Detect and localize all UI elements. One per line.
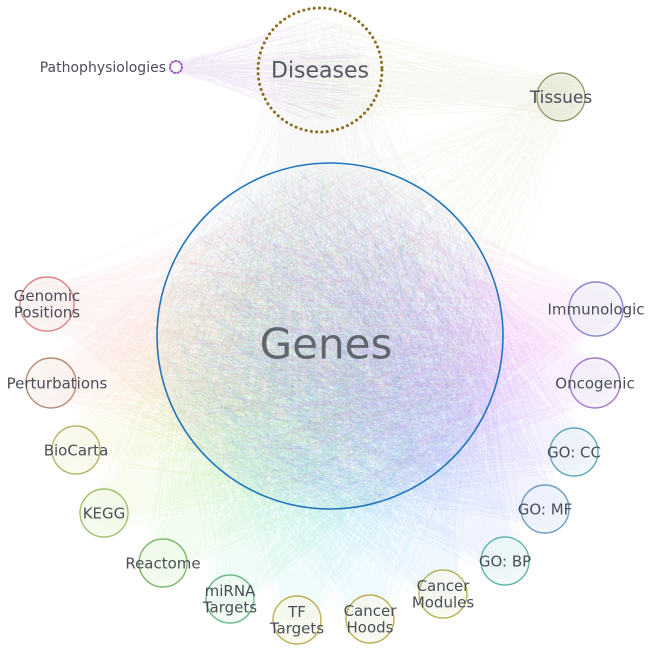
edge-bundle-genes-tf_targets [161,165,489,639]
nodes [19,6,624,645]
edge-bundle-genes-go_mf [161,170,565,530]
node-mirna_targets[interactable] [205,574,255,624]
node-label-immunologic: Immunologic [547,300,644,318]
node-label-tissues: Tissues [529,88,593,108]
node-label-go_mf: GO: MF [518,500,573,518]
edge-bundle-genes-biocarta [56,168,501,499]
edge-bundle-genes-go_bp [165,173,525,581]
edge-bundle-genes-oncogenic [166,171,615,505]
node-labels: Genes Diseases PathophysiologiesTissuesGen… [7,59,645,638]
node-go_bp[interactable] [480,536,530,586]
node-kegg[interactable] [79,488,129,538]
node-go_mf[interactable] [520,484,570,534]
node-diseases[interactable] [256,6,384,134]
edge-bundle-pathophysiologies-diseases [170,17,372,121]
node-label-go_bp: GO: BP [479,552,531,570]
node-tf_targets[interactable] [272,595,322,645]
node-label-genes: Genes [260,320,393,369]
node-label-biocarta: BioCarta [44,441,109,459]
node-genes[interactable] [156,162,504,510]
node-label-reactome: Reactome [125,554,200,572]
node-genomic_positions[interactable] [19,276,75,332]
node-biocarta[interactable] [51,425,101,475]
node-label-diseases: Diseases [271,59,369,84]
node-cancer_hoods[interactable] [345,594,395,644]
node-label-oncogenic: Oncogenic [555,374,634,392]
node-label-go_cc: GO: CC [547,443,601,461]
node-oncogenic[interactable] [569,357,621,409]
edge-bundle-genes-kegg [83,171,500,533]
node-go_cc[interactable] [549,427,599,477]
edge-bundles [24,17,618,639]
node-cancer_modules[interactable] [418,569,468,619]
edge-bundle-tissues-diseases [270,19,579,120]
edge-bundle-genes-mirna_targets [165,169,492,619]
edge-bundle-genes-cancer_hoods [162,169,494,639]
node-label-perturbations: Perturbations [7,374,108,392]
node-pathophysiologies[interactable] [169,60,183,74]
edge-bundle-genes-perturbations [30,178,491,506]
node-label-kegg: KEGG [83,504,126,522]
node-tissues[interactable] [536,72,586,122]
node-reactome[interactable] [138,538,188,588]
node-immunologic[interactable] [568,281,624,337]
edge-bundle-genes-genomic_positions [24,168,496,503]
node-label-pathophysiologies: Pathophysiologies [40,60,166,76]
edge-bundle-genes-immunologic [165,166,618,501]
edge-bundle-genes-reactome [142,167,489,584]
node-perturbations[interactable] [25,357,77,409]
edge-bundle-genes-tissues [171,76,581,501]
